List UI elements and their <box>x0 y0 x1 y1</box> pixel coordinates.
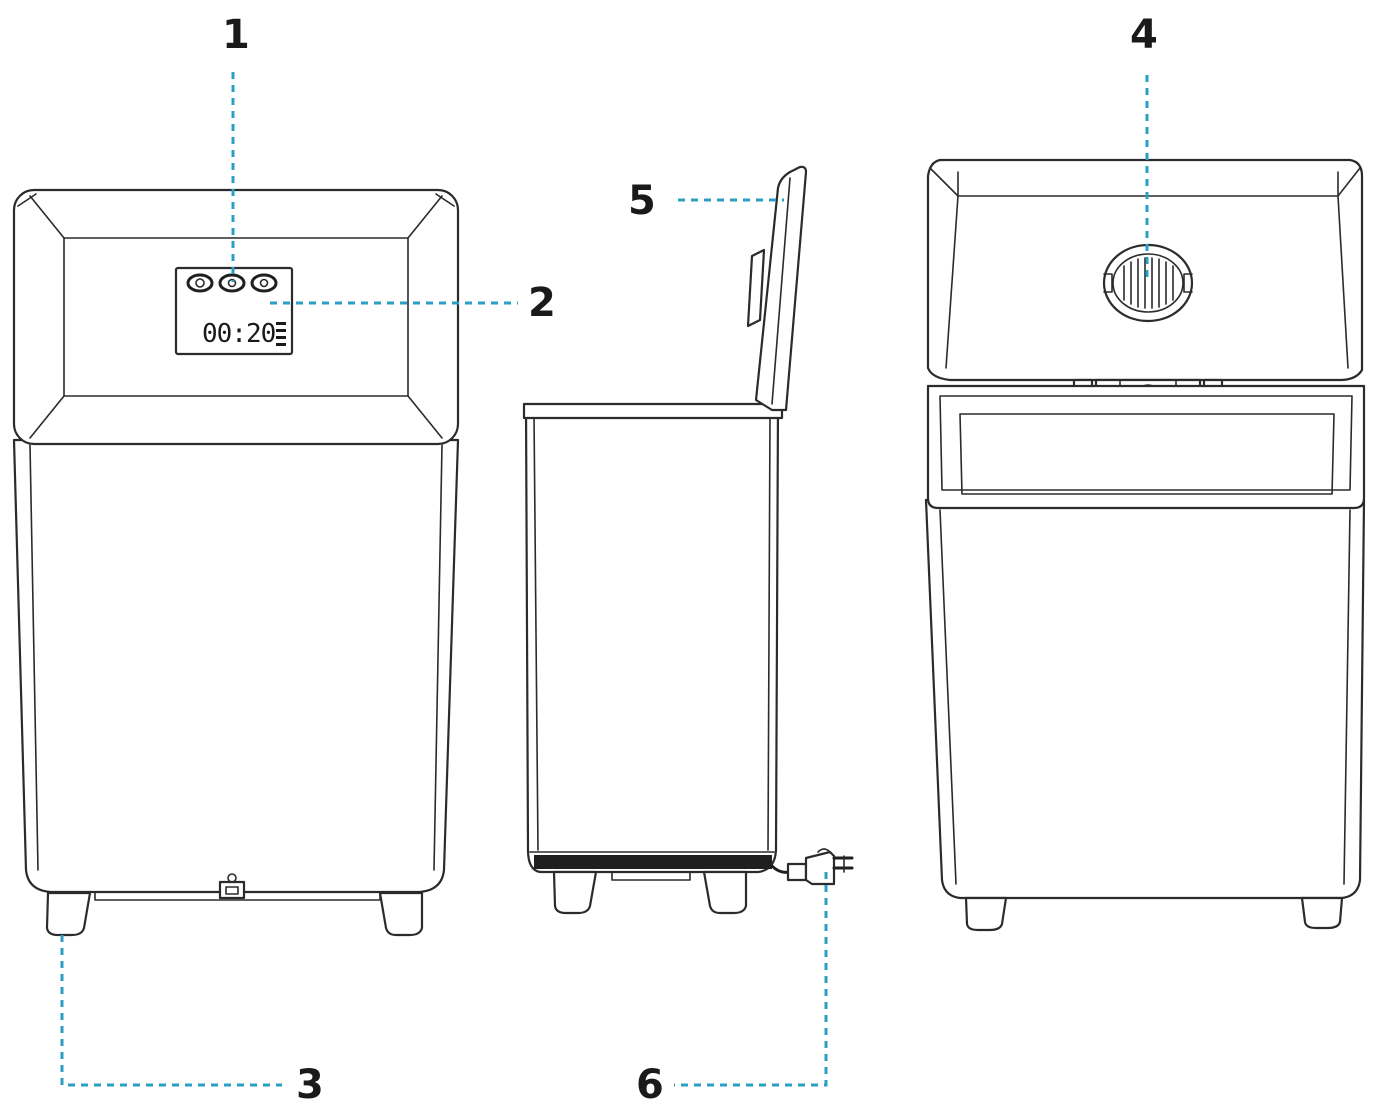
side-base-band <box>534 855 772 869</box>
mode-button[interactable] <box>250 273 278 293</box>
callout-5: 5 <box>628 178 656 224</box>
lcd-level-bars <box>276 322 286 346</box>
callout-2: 2 <box>528 280 556 326</box>
front-foot-left <box>45 891 92 937</box>
side-body <box>524 404 780 874</box>
lcd-time-readout: 00:20 <box>202 319 275 349</box>
front-view: 00:20 <box>12 188 460 937</box>
callout-1: 1 <box>222 12 250 58</box>
control-buttons <box>186 273 278 293</box>
side-foot-left <box>552 870 598 915</box>
power-cord <box>770 848 854 886</box>
callout-6: 6 <box>636 1062 664 1108</box>
leader-3 <box>60 935 282 1087</box>
open-foot-right <box>1300 896 1344 930</box>
open-view <box>924 158 1366 932</box>
callout-3: 3 <box>296 1062 324 1108</box>
open-rim <box>926 384 1366 510</box>
callout-numbers: 1 2 3 4 5 6 <box>222 12 1158 1108</box>
callout-4: 4 <box>1130 12 1158 58</box>
vent-grille <box>1102 243 1194 323</box>
open-foot-left <box>964 896 1008 932</box>
power-button[interactable] <box>186 273 214 293</box>
leader-lines <box>60 72 1149 1087</box>
side-foot-right <box>702 870 748 915</box>
front-foot-right <box>378 891 424 937</box>
leader-6 <box>674 872 828 1087</box>
side-view <box>522 165 854 915</box>
front-latch <box>218 880 246 900</box>
open-body <box>924 498 1366 900</box>
front-body <box>12 438 460 894</box>
timer-button[interactable] <box>218 273 246 293</box>
